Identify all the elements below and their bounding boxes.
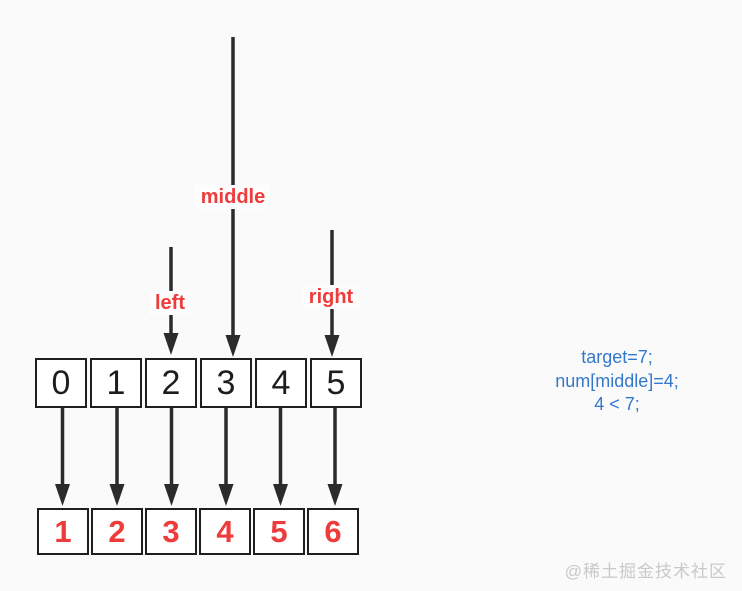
- index-array-cell: 5: [310, 358, 362, 408]
- annotation-line: 4 < 7;: [594, 394, 640, 414]
- map-arrow-5: [327, 408, 343, 506]
- value-array-cell: 4: [199, 508, 251, 555]
- map-arrow-3: [218, 408, 234, 506]
- value-array-cell: 6: [307, 508, 359, 555]
- right-pointer-arrow: [324, 230, 340, 357]
- map-arrow-4: [273, 408, 288, 506]
- watermark: @稀土掘金技术社区: [564, 562, 727, 581]
- index-array-cell: 3: [200, 358, 252, 408]
- value-array-cell: 2: [91, 508, 143, 555]
- condition-annotation: target=7; num[middle]=4; 4 < 7;: [555, 346, 679, 417]
- value-array: 1 2 3 4 5 6: [37, 508, 359, 555]
- map-arrow-2: [164, 408, 179, 506]
- annotation-line: target=7;: [581, 347, 653, 367]
- index-array-cell: 1: [90, 358, 142, 408]
- map-arrow-1: [109, 408, 125, 506]
- index-array-cell: 4: [255, 358, 307, 408]
- right-pointer-label: right: [302, 285, 360, 309]
- map-arrow-0: [55, 408, 70, 506]
- index-array-cell: 2: [145, 358, 197, 408]
- middle-pointer-label: middle: [194, 185, 272, 209]
- index-array-cell: 0: [35, 358, 87, 408]
- value-array-cell: 1: [37, 508, 89, 555]
- left-pointer-label: left: [149, 291, 191, 315]
- annotation-line: num[middle]=4;: [555, 370, 679, 391]
- index-array: 0 1 2 3 4 5: [35, 358, 362, 408]
- value-array-cell: 3: [145, 508, 197, 555]
- value-array-cell: 5: [253, 508, 305, 555]
